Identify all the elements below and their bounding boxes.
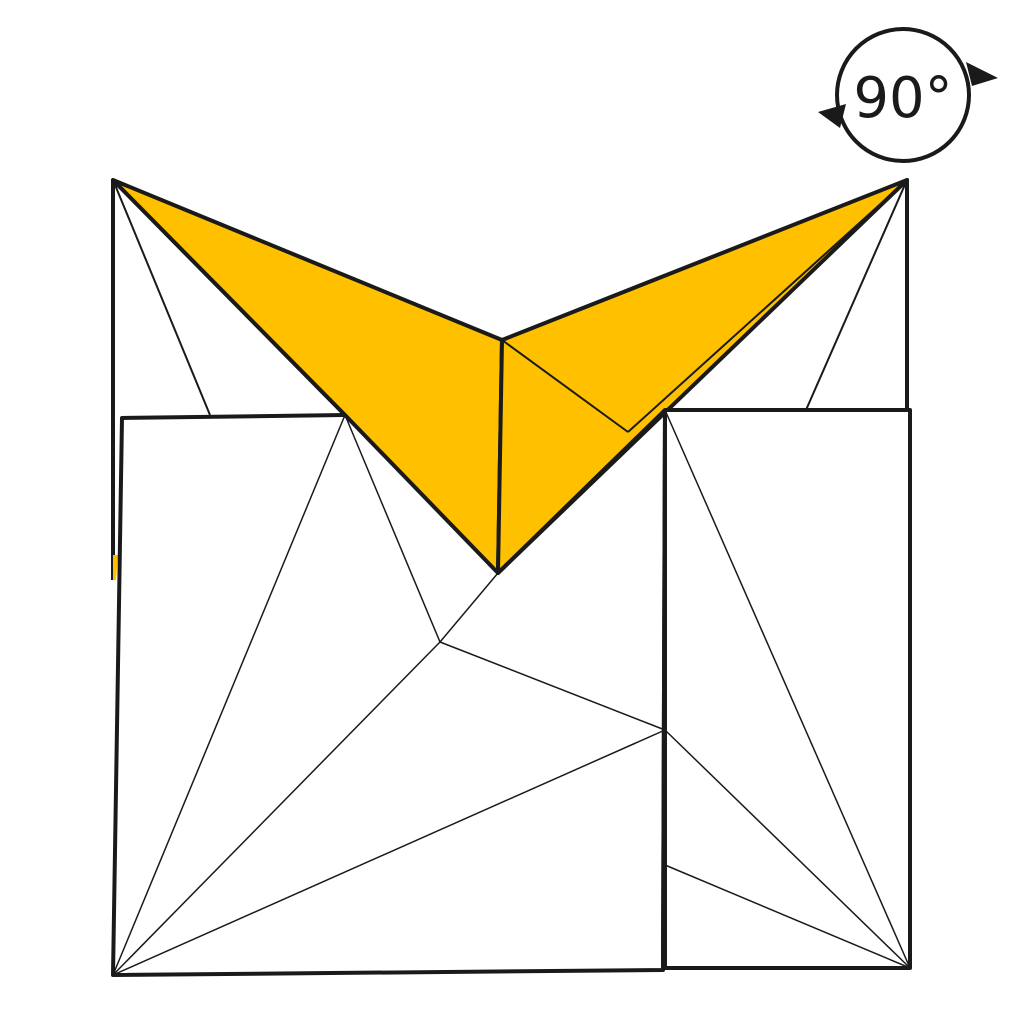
front-right-panel <box>661 408 912 971</box>
rotation-label: 90° <box>853 66 952 131</box>
yellow-center-crease <box>501 339 629 433</box>
rotate-clockwise-icon: 90° <box>818 27 998 163</box>
right-crease-b <box>664 729 911 969</box>
yellow-bottom-edge <box>496 408 667 575</box>
right-crease-a <box>664 409 911 969</box>
right-back-crease <box>805 179 908 411</box>
yellow-left-inner-edge <box>112 179 346 416</box>
left-crease-c <box>439 572 499 643</box>
left-back-flap-colored-sliver <box>113 555 118 580</box>
left-crease-d <box>439 641 666 731</box>
rotation-circle <box>835 27 971 163</box>
left-back-crease <box>112 179 211 416</box>
yellow-right-double-edge <box>627 179 908 433</box>
left-crease-f <box>112 729 666 976</box>
rotation-arrowhead-right <box>966 62 998 86</box>
left-crease-e <box>112 641 441 976</box>
rotation-arrowhead-left <box>818 104 846 128</box>
left-crease-b <box>344 414 441 643</box>
colored-flaps <box>111 178 909 575</box>
right-panel-left-edge <box>661 409 667 971</box>
left-crease-a <box>112 414 346 976</box>
right-crease-c <box>664 864 911 969</box>
